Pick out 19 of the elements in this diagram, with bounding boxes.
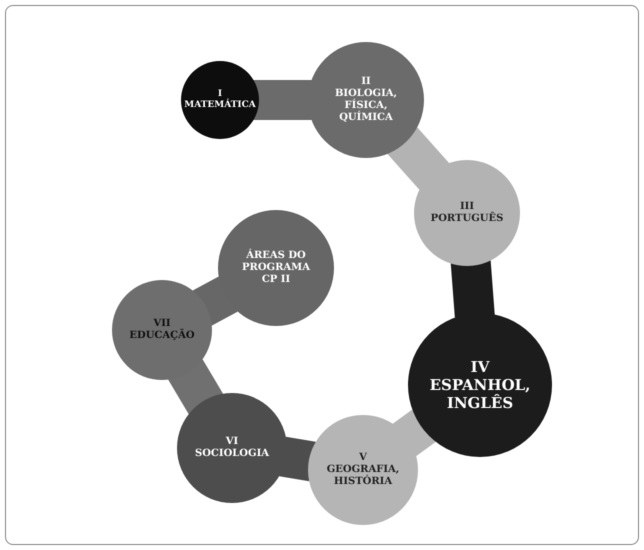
topic-label: ESPANHOL, INGLÊS bbox=[428, 376, 532, 412]
roman-numeral: V bbox=[359, 452, 367, 464]
roman-numeral: VII bbox=[153, 318, 171, 329]
roman-numeral: I bbox=[218, 89, 222, 100]
topic-label: BIOLOGIA, FÍSICA, QUÍMICA bbox=[334, 88, 398, 124]
roman-numeral: III bbox=[460, 201, 474, 212]
topic-label: MATEMÁTICA bbox=[184, 100, 256, 111]
roman-numeral: VI bbox=[226, 436, 238, 448]
topic-label: SOCIOLOGIA bbox=[195, 448, 269, 460]
topic-label: PORTUGUÊS bbox=[430, 213, 504, 225]
connector-band bbox=[253, 80, 312, 120]
topic-label: ÁREAS DO PROGRAMA CP II bbox=[241, 250, 312, 286]
topic-label: GEOGRAFIA, HISTÓRIA bbox=[326, 464, 400, 488]
connector-band bbox=[387, 127, 450, 190]
roman-numeral: II bbox=[361, 76, 371, 88]
connector-band bbox=[392, 409, 436, 456]
connector-band bbox=[450, 260, 495, 318]
roman-numeral: IV bbox=[470, 358, 490, 376]
topic-label: EDUCAÇÃO bbox=[129, 330, 195, 342]
